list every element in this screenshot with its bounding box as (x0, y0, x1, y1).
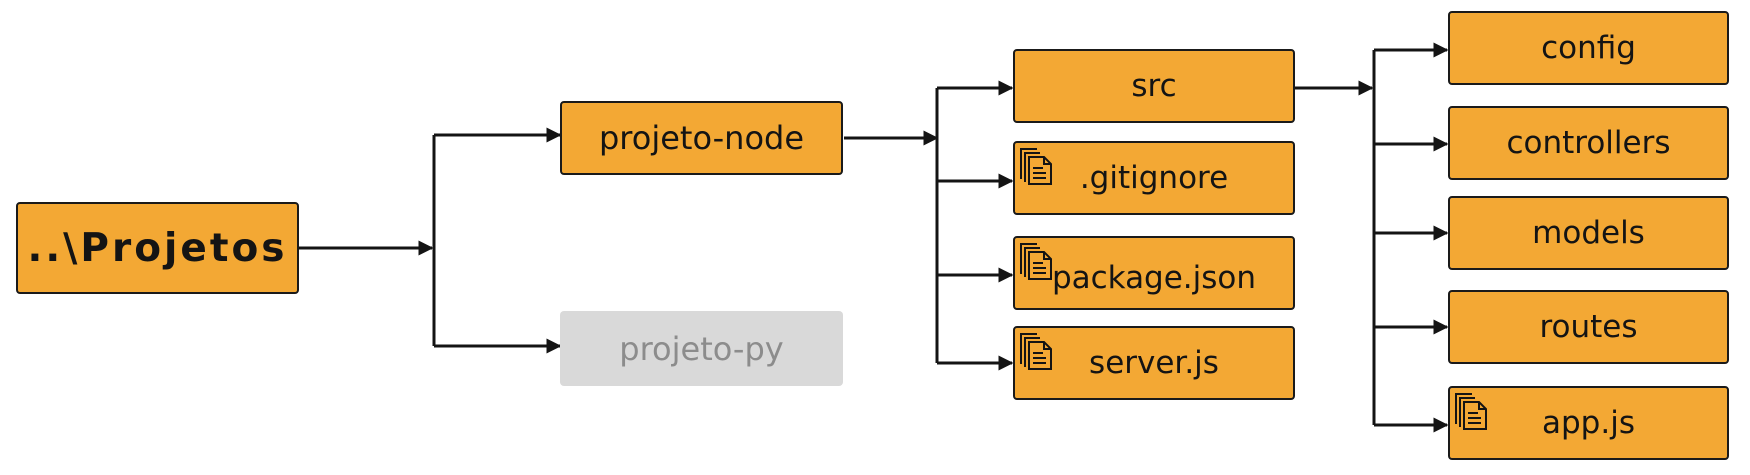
file-node-app-js[interactable]: app.js (1448, 386, 1729, 460)
folder-node-config[interactable]: config (1448, 11, 1729, 85)
folder-node-controllers[interactable]: controllers (1448, 106, 1729, 180)
root-folder-label: ..\Projetos (27, 225, 288, 271)
folder-label: src (1131, 68, 1177, 104)
folder-label: routes (1539, 309, 1638, 345)
file-icon (1020, 243, 1052, 280)
file-icon (1020, 148, 1052, 185)
folder-node-routes[interactable]: routes (1448, 290, 1729, 364)
folder-node-src[interactable]: src (1013, 49, 1295, 123)
file-label: .gitignore (1079, 160, 1229, 196)
folder-node-models[interactable]: models (1448, 196, 1729, 270)
folder-label: projeto-node (598, 119, 805, 157)
file-label: server.js (1089, 345, 1219, 381)
folder-node-projeto-node[interactable]: projeto-node (560, 101, 843, 175)
folder-label: config (1541, 30, 1636, 66)
file-label: package.json (1051, 260, 1257, 296)
root-folder-node[interactable]: ..\Projetos (16, 202, 299, 294)
file-node-gitignore[interactable]: .gitignore (1013, 141, 1295, 215)
folder-label: controllers (1506, 125, 1671, 161)
file-label: app.js (1542, 405, 1635, 441)
file-icon (1020, 333, 1052, 370)
file-node-package-json[interactable]: package.json (1013, 236, 1295, 310)
folder-node-projeto-py[interactable]: projeto-py (560, 311, 843, 386)
file-node-server-js[interactable]: server.js (1013, 326, 1295, 400)
file-icon (1455, 393, 1487, 430)
folder-label: projeto-py (619, 329, 784, 368)
folder-label: models (1532, 215, 1645, 251)
